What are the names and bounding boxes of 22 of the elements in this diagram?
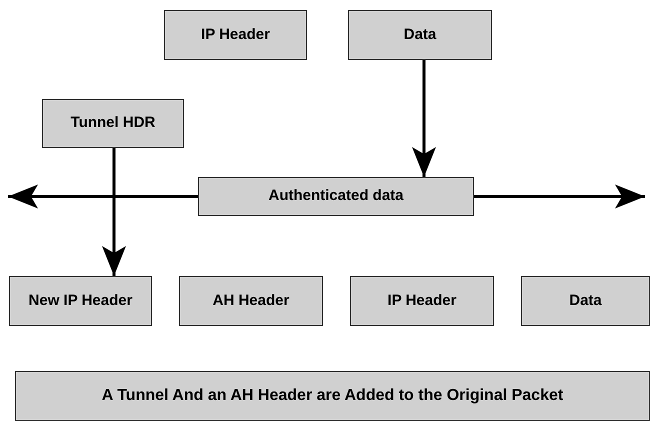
arrow (474, 184, 645, 208)
box-label: IP Header (388, 290, 456, 311)
packet-box (42, 99, 184, 148)
caption-box (15, 371, 650, 421)
packet-box (521, 276, 650, 326)
arrow (102, 148, 126, 276)
box-label: New IP Header (28, 290, 132, 311)
packet-box (9, 276, 152, 326)
box-label: A Tunnel And an AH Header are Added to the Original Packet (102, 386, 564, 406)
box-label: IP Header (201, 24, 270, 45)
box-label: Tunnel HDR (70, 113, 156, 134)
box-label: AH Header (212, 290, 290, 311)
packet-box (348, 10, 492, 60)
arrow (412, 60, 436, 177)
packet-box (198, 177, 474, 216)
arrow (8, 184, 198, 208)
packet-box (179, 276, 323, 326)
box-label: Data (569, 290, 602, 311)
packet-box (350, 276, 494, 326)
box-label: Data (404, 24, 436, 45)
box-label: Authenticated data (268, 186, 404, 206)
packet-box (164, 10, 307, 60)
